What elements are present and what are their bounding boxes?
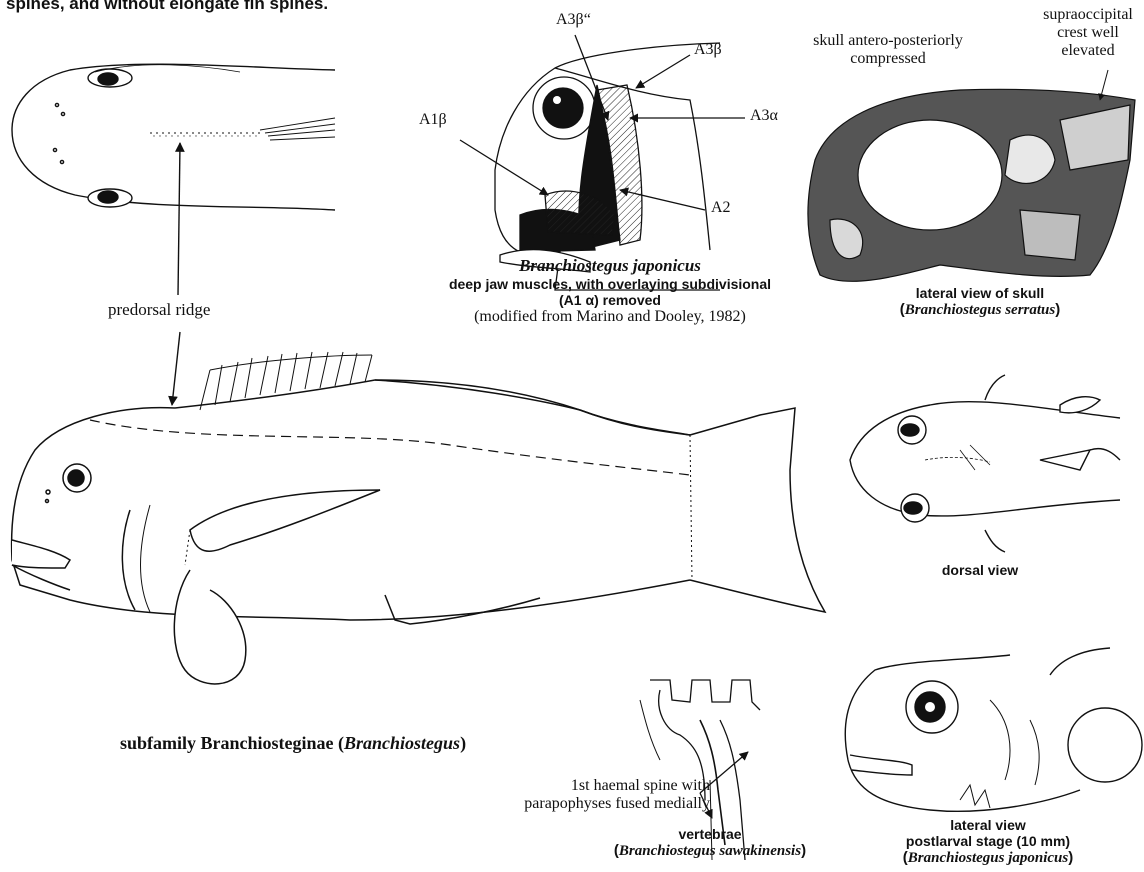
vertebrae-note-2: parapophyses fused medially	[480, 795, 710, 813]
postlarva-caption: lateral view postlarval stage (10 mm) (B…	[858, 817, 1118, 867]
jaw-caption-source: (modified from Marino and Dooley, 1982)	[400, 308, 820, 326]
postlarva-caption-1: lateral view	[858, 817, 1118, 833]
vertebrae-caption-1: vertebrae	[560, 826, 860, 842]
postlarva-drawing	[845, 648, 1142, 811]
skull-drawing	[808, 70, 1135, 281]
skull-note-right-1: supraoccipital	[1028, 6, 1144, 24]
predorsal-ridge-label: predorsal ridge	[108, 300, 210, 320]
skull-note-left-1: skull antero-posteriorly	[788, 32, 988, 50]
jaw-muscle-drawing	[460, 35, 745, 290]
skull-note-right-3: elevated	[1028, 42, 1144, 60]
skull-caption: lateral view of skull (Branchiostegus se…	[860, 285, 1100, 319]
vertebrae-caption-2: (Branchiostegus sawakinensis)	[560, 842, 860, 860]
postlarva-caption-2: postlarval stage (10 mm)	[858, 833, 1118, 849]
header-fragment: spines, and without elongate fin spines.	[6, 0, 328, 14]
skull-caption-1: lateral view of skull	[860, 285, 1100, 301]
jaw-label-a3a: A3α	[750, 107, 778, 125]
dorsal-view-caption: dorsal view	[900, 562, 1060, 578]
jaw-label-a3b: A3β	[694, 41, 722, 59]
skull-caption-2: (Branchiostegus serratus)	[860, 301, 1100, 319]
postlarva-caption-species: Branchiostegus japonicus	[908, 850, 1068, 866]
skull-caption-species: Branchiostegus serratus	[905, 302, 1055, 318]
skull-note-right: supraoccipital crest well elevated	[1028, 6, 1144, 60]
jaw-label-a2: A2	[711, 199, 731, 217]
vertebrae-caption: vertebrae (Branchiostegus sawakinensis)	[560, 826, 860, 860]
jaw-caption-line2: (A1 α) removed	[400, 292, 820, 308]
dorsal-view-drawing	[850, 375, 1120, 552]
jaw-caption-species: Branchiostegus japonicus	[400, 256, 820, 276]
jaw-label-a3b2: A3β“	[556, 11, 591, 29]
skull-note-right-2: crest well	[1028, 24, 1144, 42]
jaw-caption-line1: deep jaw muscles, with overlaying subdiv…	[400, 276, 820, 292]
skull-note-left: skull antero-posteriorly compressed	[788, 32, 988, 68]
vertebrae-note-1: 1st haemal spine with	[480, 777, 710, 795]
main-fish-caption-species: Branchiostegus	[344, 733, 460, 753]
vertebrae-note: 1st haemal spine with parapophyses fused…	[480, 777, 710, 813]
postlarva-caption-3: (Branchiostegus japonicus)	[858, 849, 1118, 867]
jaw-label-a1b: A1β	[419, 111, 447, 129]
dorsal-head-drawing	[12, 64, 335, 405]
jaw-caption: Branchiostegus japonicus deep jaw muscle…	[400, 256, 820, 326]
vertebrae-caption-species: Branchiostegus sawakinensis	[619, 843, 801, 859]
skull-note-left-2: compressed	[788, 50, 988, 68]
main-fish-caption: subfamily Branchiosteginae (Branchiosteg…	[120, 733, 466, 754]
main-fish-drawing	[12, 352, 825, 684]
